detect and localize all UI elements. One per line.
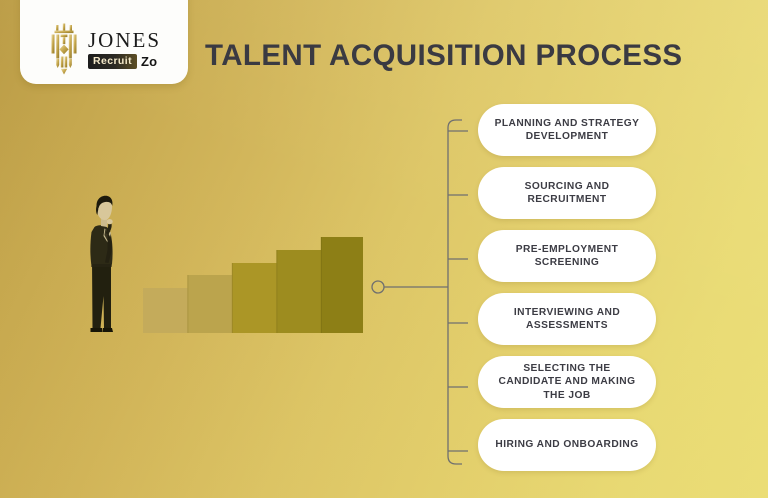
brand-sub: Recruit Zo — [87, 53, 158, 69]
process-step-1[interactable]: PLANNING AND STRATEGY DEVELOPMENT — [478, 104, 656, 156]
branch-connector-icon — [366, 112, 486, 472]
page-title: TALENT ACQUISITION PROCESS — [205, 39, 683, 72]
process-step-2[interactable]: SOURCING AND RECRUITMENT — [478, 167, 656, 219]
step-label: HIRING AND ONBOARDING — [495, 439, 639, 451]
brand-suffix: Zo — [140, 53, 158, 69]
shield-crest-icon — [47, 23, 81, 75]
step-label: SOURCING AND RECRUITMENT — [524, 180, 610, 205]
step-label: PLANNING AND STRATEGY DEVELOPMENT — [494, 117, 640, 142]
logo-inner: JONES Recruit Zo — [47, 23, 161, 75]
process-step-5[interactable]: SELECTING THE CANDIDATE AND MAKING THE J… — [478, 356, 656, 408]
step-label: INTERVIEWING AND ASSESSMENTS — [513, 306, 621, 331]
step-label: SELECTING THE CANDIDATE AND MAKING THE J… — [498, 362, 636, 401]
brand-logo-card: JONES Recruit Zo — [20, 0, 188, 84]
businessman-thinking-icon — [78, 192, 130, 334]
brand-badge: Recruit — [87, 53, 137, 69]
step-label: PRE-EMPLOYMENT SCREENING — [515, 243, 619, 268]
process-steps-list: PLANNING AND STRATEGY DEVELOPMENT SOURCI… — [478, 104, 656, 482]
process-step-4[interactable]: INTERVIEWING AND ASSESSMENTS — [478, 293, 656, 345]
process-step-3[interactable]: PRE-EMPLOYMENT SCREENING — [478, 230, 656, 282]
ascending-staircase-icon — [143, 237, 363, 333]
brand-name: JONES — [87, 27, 161, 52]
logo-wordmark: JONES Recruit Zo — [87, 27, 161, 69]
process-step-6[interactable]: HIRING AND ONBOARDING — [478, 419, 656, 471]
